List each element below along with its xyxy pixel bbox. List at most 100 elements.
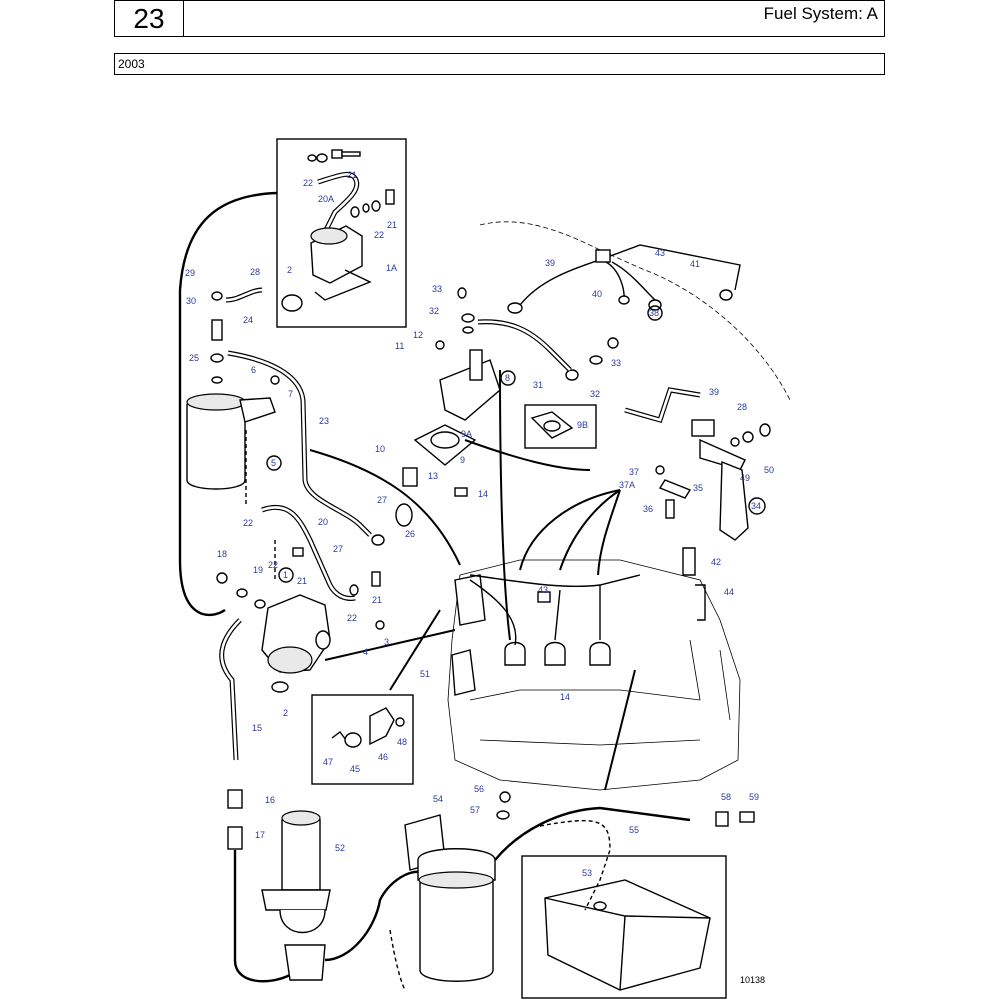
label-55: 55 <box>629 825 639 835</box>
label-50: 50 <box>764 465 774 475</box>
feed-pump-1-drawing <box>216 547 385 693</box>
label-1: 1 <box>283 570 288 580</box>
label-21: 21 <box>372 595 382 605</box>
label-12: 12 <box>413 330 423 340</box>
label-35: 35 <box>693 483 703 493</box>
label-32: 32 <box>590 389 600 399</box>
label-30: 30 <box>186 296 196 306</box>
label-1a: 1A <box>386 263 397 273</box>
inset-gasket-box <box>524 404 597 449</box>
inset-tank-box <box>521 855 727 999</box>
label-48: 48 <box>397 737 407 747</box>
label-40: 40 <box>592 289 602 299</box>
label-20a: 20A <box>318 194 334 204</box>
label-8: 8 <box>505 373 510 383</box>
label-9b: 9B <box>577 420 588 430</box>
label-14: 14 <box>560 692 570 702</box>
label-22: 22 <box>268 560 278 570</box>
label-26: 26 <box>405 529 415 539</box>
label-2: 2 <box>287 265 292 275</box>
label-47: 47 <box>323 757 333 767</box>
label-27: 27 <box>333 544 343 554</box>
label-28: 28 <box>737 402 747 412</box>
banjo-26 <box>395 503 413 527</box>
hose-52-54 <box>324 870 421 962</box>
engine-block-drawing <box>447 547 741 791</box>
inset-feed-pump-box <box>276 138 407 328</box>
fuel-filter-5-drawing <box>186 291 280 490</box>
label-44: 44 <box>724 587 734 597</box>
label-22: 22 <box>243 518 253 528</box>
dashed-line-upper <box>479 221 791 401</box>
section-title: Fuel System: A <box>763 4 878 23</box>
pipe-55 <box>494 806 691 861</box>
label-22: 22 <box>374 230 384 240</box>
label-41: 41 <box>690 259 700 269</box>
label-22: 22 <box>347 613 357 623</box>
label-20: 20 <box>318 517 328 527</box>
label-33: 33 <box>611 358 621 368</box>
label-34: 34 <box>751 501 761 511</box>
label-31: 31 <box>533 380 543 390</box>
label-56: 56 <box>474 784 484 794</box>
injector-34-drawing <box>624 387 771 541</box>
label-29: 29 <box>185 268 195 278</box>
label-11: 11 <box>395 341 404 351</box>
injection-pump-8-drawing <box>402 287 619 497</box>
connector-16 <box>227 789 243 809</box>
label-45: 45 <box>350 764 360 774</box>
label-27: 27 <box>377 495 387 505</box>
label-59: 59 <box>749 792 759 802</box>
label-52: 52 <box>335 843 345 853</box>
label-16: 16 <box>265 795 275 805</box>
injection-line-39-41 <box>519 244 741 306</box>
label-25: 25 <box>189 353 199 363</box>
part-labels: 21 22 20A 21 22 1A 2 29 28 30 24 25 6 7 … <box>185 170 774 878</box>
label-15: 15 <box>252 723 262 733</box>
label-6: 6 <box>251 365 256 375</box>
label-21: 21 <box>297 576 307 586</box>
label-9: 9 <box>460 455 465 465</box>
water-separator-52-drawing <box>261 810 331 981</box>
label-43: 43 <box>655 248 665 258</box>
label-46: 46 <box>378 752 388 762</box>
dash-guide-filter <box>245 430 276 580</box>
label-17: 17 <box>255 830 265 840</box>
label-7: 7 <box>288 389 293 399</box>
dash-guide-tank <box>539 820 611 911</box>
label-39: 39 <box>545 258 555 268</box>
dash-guide-54 <box>389 929 406 991</box>
model-year: 2003 <box>118 57 145 71</box>
clamps-45-48-drawing <box>331 707 405 748</box>
section-header: 23 Fuel System: A <box>114 0 885 37</box>
label-43: 43 <box>538 585 548 595</box>
fuel-filter-54-drawing <box>404 814 496 982</box>
banjo-56 <box>499 791 511 803</box>
label-38: 38 <box>649 308 659 318</box>
label-4: 4 <box>363 647 368 657</box>
model-year-bar: 2003 <box>114 53 885 75</box>
inset-clamp-box <box>311 694 414 785</box>
fitting-59 <box>739 811 755 823</box>
label-51: 51 <box>420 669 430 679</box>
feed-pump-1a-drawing <box>281 149 395 312</box>
label-32: 32 <box>429 306 439 316</box>
label-49: 49 <box>740 473 750 483</box>
label-21: 21 <box>347 170 357 180</box>
figure-reference-number: 10138 <box>740 975 766 985</box>
label-37a: 37A <box>619 480 635 490</box>
return-line-loop <box>178 191 278 617</box>
label-21: 21 <box>387 220 397 230</box>
label-37: 37 <box>629 467 639 477</box>
label-2: 2 <box>283 708 288 718</box>
label-33: 33 <box>432 284 442 294</box>
gasket-9b-drawing <box>530 411 574 439</box>
section-number: 23 <box>115 1 184 36</box>
label-10: 10 <box>375 444 385 454</box>
fitting-58 <box>715 811 729 827</box>
label-42: 42 <box>711 557 721 567</box>
label-24: 24 <box>243 315 253 325</box>
label-39: 39 <box>709 387 719 397</box>
label-3: 3 <box>384 637 389 647</box>
